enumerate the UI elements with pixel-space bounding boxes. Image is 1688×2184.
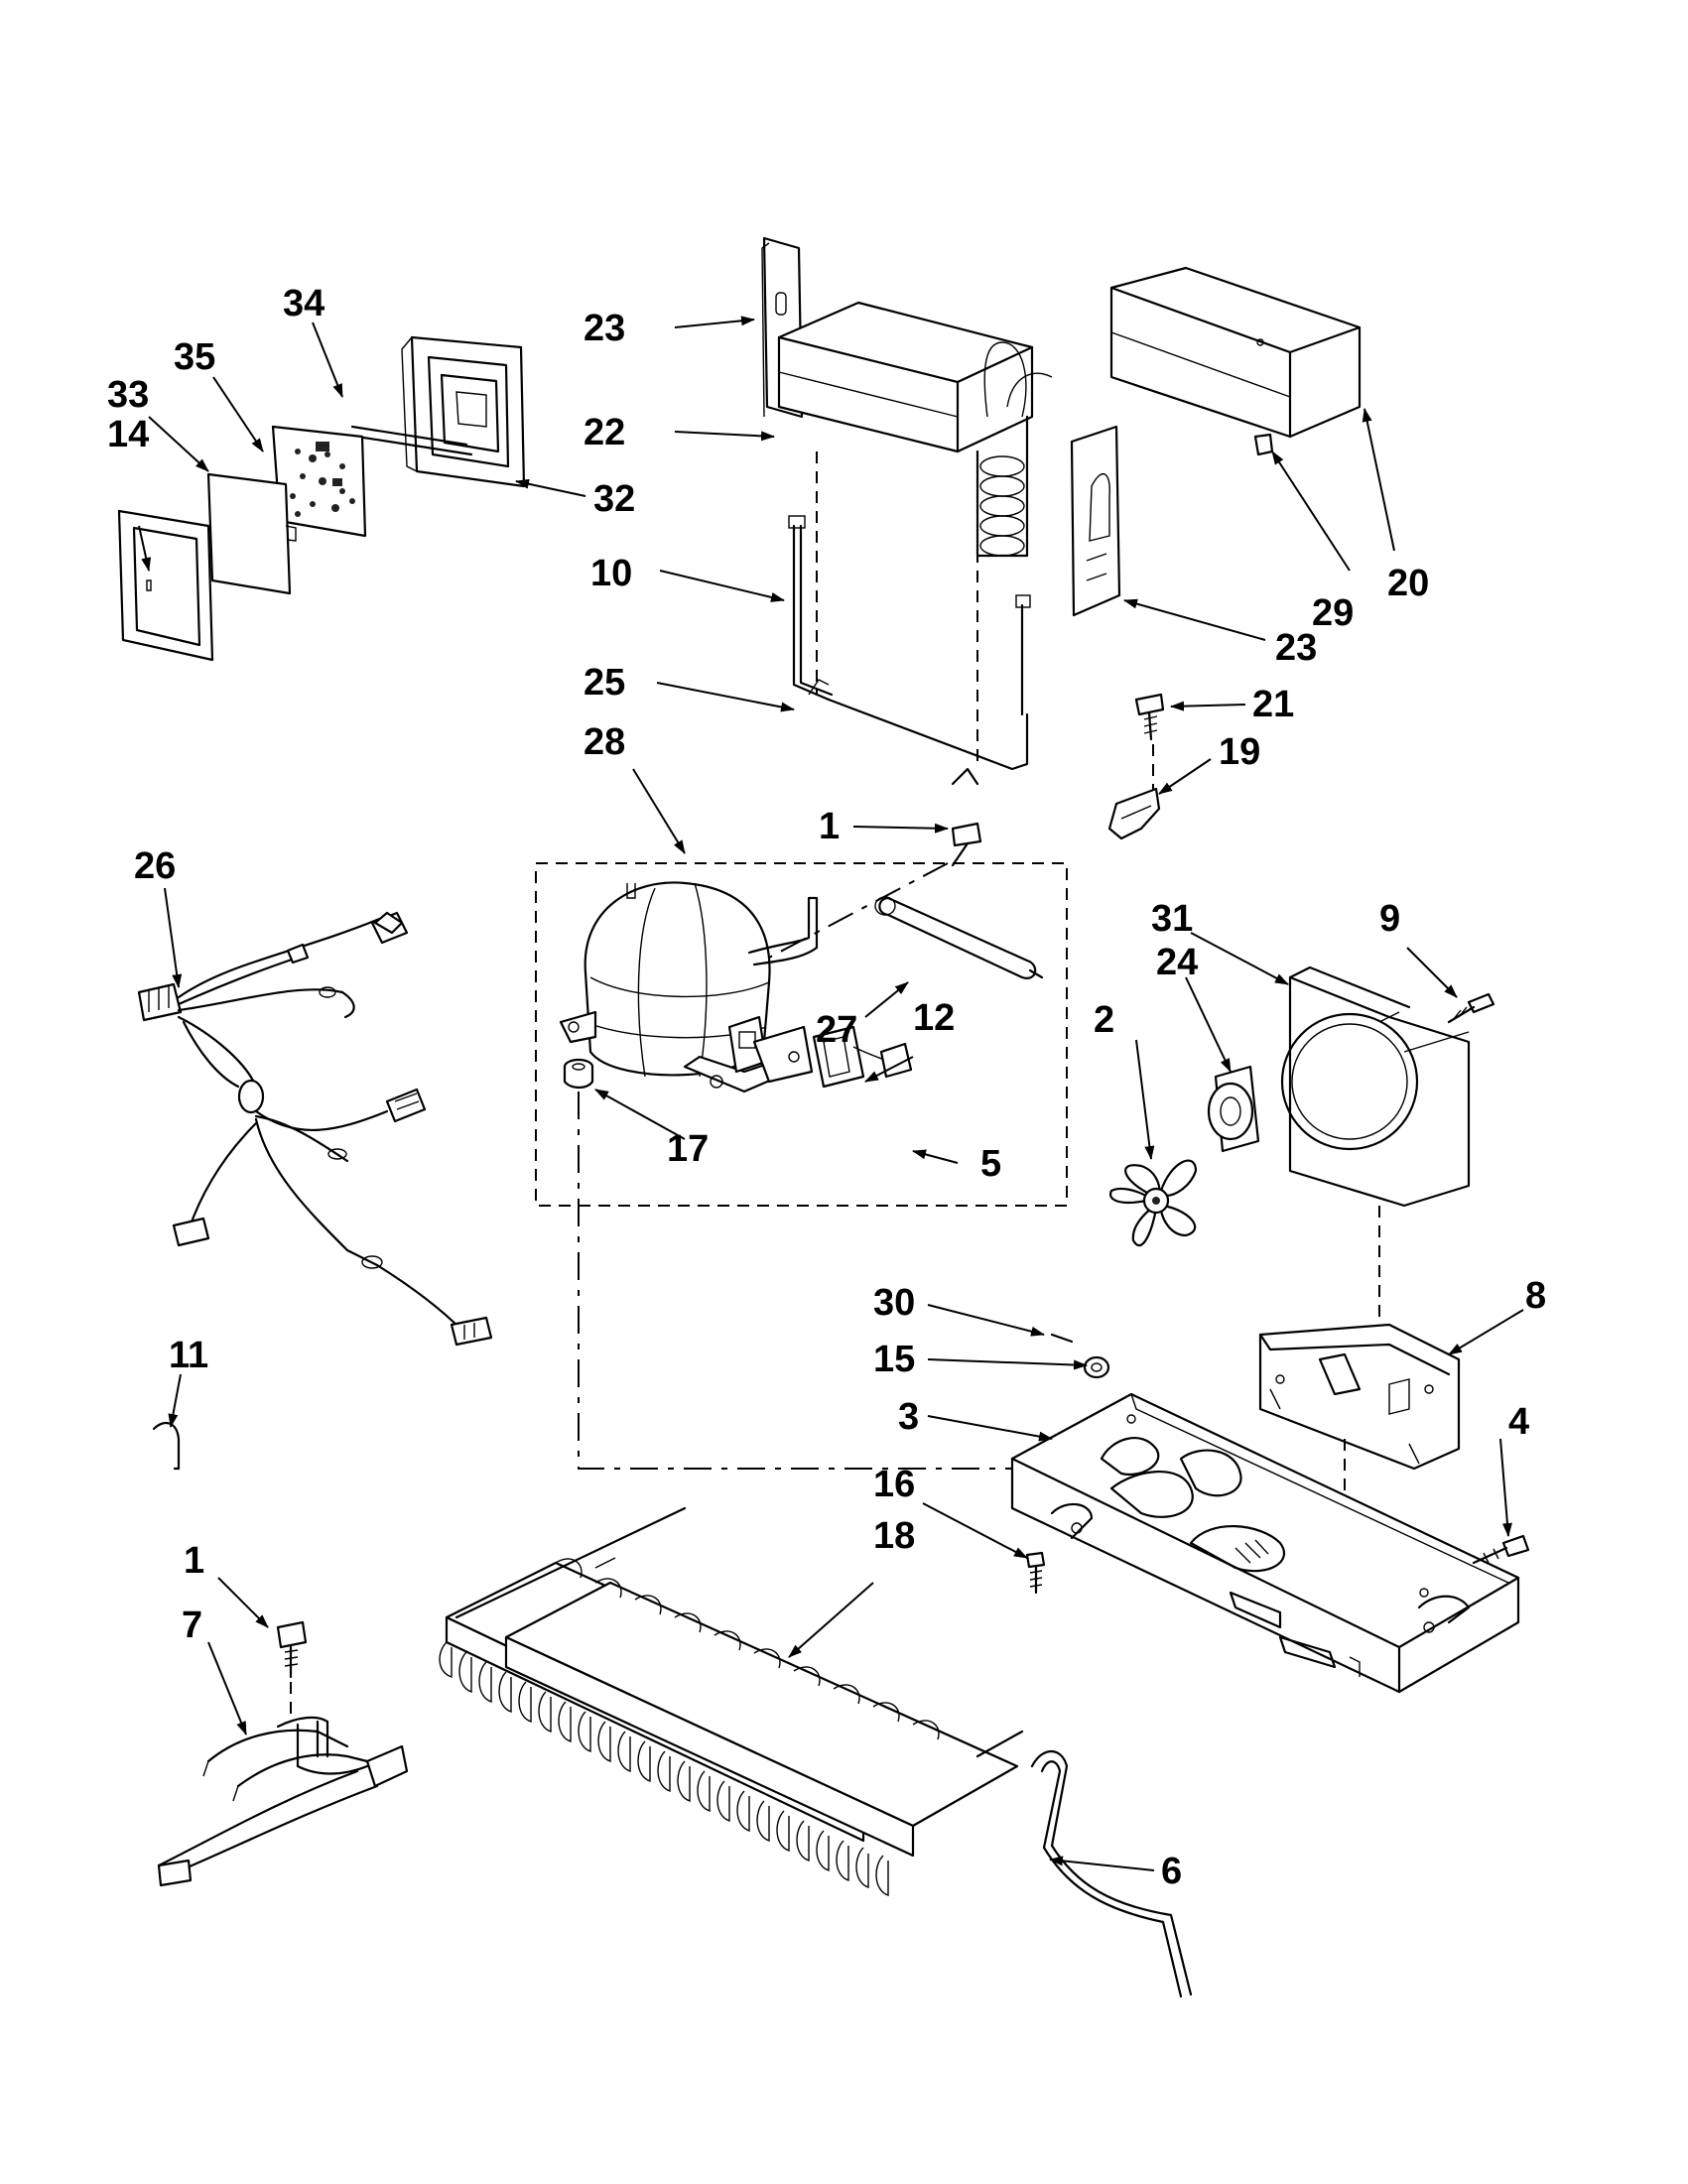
label-9: 9 [1379, 898, 1400, 940]
label-4: 4 [1508, 1401, 1529, 1443]
label-26: 26 [134, 845, 176, 887]
label-33: 33 [107, 374, 149, 416]
grommet-15 [1083, 1355, 1110, 1379]
label-14: 14 [107, 414, 149, 455]
base-plate-3 [1010, 1392, 1520, 1694]
label-6: 6 [1161, 1851, 1182, 1892]
label-8: 8 [1525, 1275, 1546, 1317]
screw-1-lower [276, 1620, 308, 1679]
clip-11 [152, 1421, 181, 1471]
label-27: 27 [816, 1009, 857, 1051]
label-12: 12 [913, 997, 955, 1039]
label-7: 7 [182, 1605, 202, 1646]
evaporator-cover-20 [1109, 266, 1362, 439]
fan-blade-2 [1108, 1159, 1198, 1247]
fan-bracket-8 [1258, 1323, 1461, 1471]
label-25: 25 [584, 662, 625, 704]
clip-29 [1253, 433, 1274, 456]
label-5: 5 [980, 1143, 1001, 1185]
screw-9 [1447, 992, 1495, 1024]
compressor-assembly-box-28 [535, 862, 1068, 1207]
control-housing-32 [401, 335, 526, 488]
dashline-compressor-to-base [578, 1092, 1052, 1470]
dashline-screw-1 [768, 862, 949, 959]
drier-27 [874, 896, 1044, 979]
control-gasket-34 [350, 425, 473, 456]
screw-4 [1472, 1534, 1530, 1565]
label-23-top: 23 [584, 308, 625, 349]
bracket-19 [1107, 787, 1161, 840]
label-28: 28 [584, 721, 625, 763]
label-17: 17 [667, 1128, 709, 1170]
label-32: 32 [593, 478, 635, 520]
label-34: 34 [283, 283, 325, 324]
wire-harness-7 [157, 1716, 409, 1887]
label-16: 16 [873, 1464, 915, 1505]
label-18: 18 [873, 1515, 915, 1557]
label-19: 19 [1219, 731, 1260, 773]
label-30: 30 [873, 1282, 915, 1324]
label-15: 15 [873, 1339, 915, 1380]
label-1-top: 1 [819, 806, 840, 847]
screw-21 [1134, 693, 1165, 741]
board-cover-33 [206, 472, 297, 595]
label-20: 20 [1387, 563, 1429, 604]
label-1-lower: 1 [184, 1540, 204, 1582]
screw-16 [1025, 1551, 1046, 1595]
label-23-right: 23 [1275, 627, 1317, 669]
drain-trough-25 [808, 679, 979, 786]
label-35: 35 [174, 336, 215, 378]
label-2: 2 [1094, 999, 1114, 1041]
label-10: 10 [590, 553, 632, 594]
evaporator-22 [777, 301, 1053, 558]
label-11: 11 [169, 1335, 208, 1376]
label-21: 21 [1252, 684, 1294, 725]
condenser-18 [439, 1506, 1024, 1896]
fan-motor-24 [1207, 1065, 1260, 1153]
label-22: 22 [584, 412, 625, 453]
access-cover-14 [117, 509, 214, 662]
screw-1-upper [951, 822, 982, 867]
defrost-heater-10 [788, 515, 1031, 771]
label-3: 3 [898, 1396, 919, 1438]
grommet-30 [1050, 1333, 1074, 1344]
leader-lines [138, 316, 1524, 1871]
grommet-17 [563, 1058, 594, 1090]
label-29: 29 [1312, 592, 1354, 634]
compressor [559, 881, 819, 1093]
label-31: 31 [1151, 898, 1193, 940]
evaporator-bracket-23-right [1070, 425, 1121, 617]
callout-labels: 34 35 33 14 32 23 22 10 25 28 20 29 23 2… [107, 283, 1546, 1892]
wire-harness-26 [137, 911, 493, 1347]
label-24: 24 [1156, 942, 1198, 983]
fan-shroud-31 [1280, 965, 1471, 1208]
